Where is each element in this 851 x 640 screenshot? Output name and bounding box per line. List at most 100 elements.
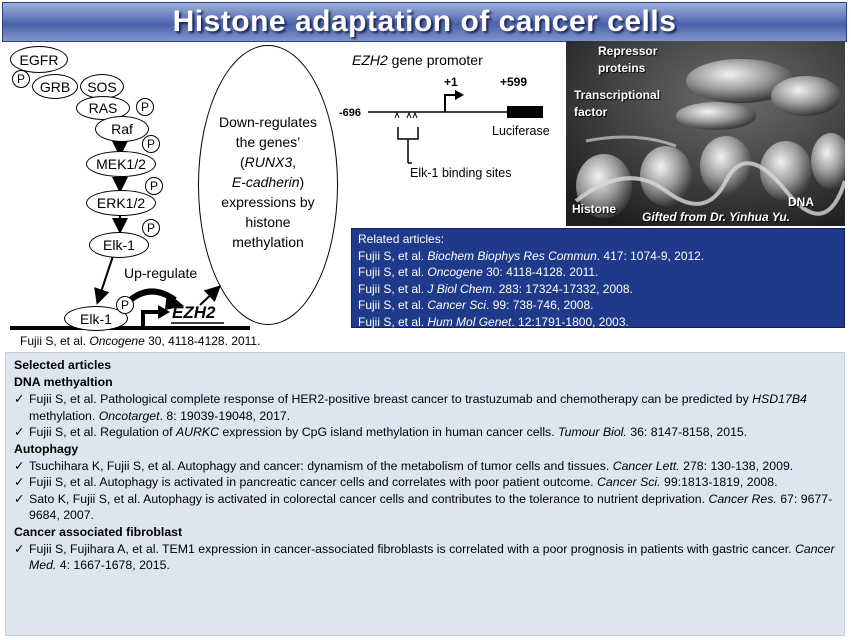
effect-oval <box>198 45 338 325</box>
elk1-node: Elk-1 <box>89 232 149 258</box>
check-icon: ✓ <box>14 491 25 506</box>
binding-site <box>394 111 400 119</box>
promoter-title: EZH2 gene promoter <box>352 52 483 68</box>
related-item: Fujii S, et al. Cancer Sci. 99: 738-746,… <box>358 297 838 314</box>
related-details: . 99: 738-746, 2008. <box>486 298 594 312</box>
ezh2-gene-label: EZH2 <box>172 303 216 322</box>
p-label: P <box>140 100 149 114</box>
promoter-diagram <box>368 90 543 164</box>
p-label: P <box>16 72 25 86</box>
factor-label: factor <box>574 105 608 119</box>
journal-name: Cancer Sci. <box>597 475 661 489</box>
histone-label: Histone <box>572 202 617 216</box>
related-articles-box: Related articles: Fujii S, et al. Bioche… <box>351 228 845 329</box>
luciferase-box <box>507 106 543 118</box>
repressor-blob <box>771 76 841 116</box>
related-authors: Fujii S, et al. <box>358 265 428 279</box>
promoter-gene: EZH2 <box>352 52 388 68</box>
nucleosome-micrograph: Repressor proteins Transcriptional facto… <box>566 41 845 226</box>
article-text: Sato K, Fujii S, et al. Autophagy is act… <box>29 491 709 506</box>
oval-line: expressions by <box>221 194 315 210</box>
dna-methylation-heading: DNA methyaltion <box>14 375 113 389</box>
check-icon: ✓ <box>14 541 25 556</box>
autophagy-heading: Autophagy <box>14 441 79 456</box>
elk1-bottom-label: Elk-1 <box>80 310 112 327</box>
ecadherin-gene: E-cadherin <box>231 174 300 190</box>
promoter-title-rest: gene promoter <box>387 52 483 68</box>
arrow-ezh2-oval <box>199 285 221 306</box>
micrograph-image <box>566 41 845 226</box>
article-details: . 8: 19039-19048, 2017. <box>159 408 291 423</box>
article-text: Fujii S, et al. Regulation of <box>29 425 176 439</box>
oval-text: ( <box>239 154 245 170</box>
oval-line: histone <box>245 214 291 230</box>
egfr-node: EGFR <box>10 46 68 73</box>
article-text: Fujii S, et al. Pathological complete re… <box>29 392 753 406</box>
related-details: . 12:1791-1800, 2003. <box>511 314 629 329</box>
title-banner: Histone adaptation of cancer cells <box>2 2 847 42</box>
article-item: ✓ Fujii S, et al. Pathological complete r… <box>14 391 836 424</box>
selected-heading: Selected articles <box>14 358 112 372</box>
related-authors: Fujii S, et al. <box>358 281 428 296</box>
related-authors: Fujii S, et al. <box>358 298 428 312</box>
related-journal: Oncogene <box>427 265 483 279</box>
luciferase-label: Luciferase <box>492 124 550 138</box>
runx3-gene: RUNX3 <box>244 154 293 170</box>
article-details: 36: 8147-8158, 2015. <box>626 425 748 439</box>
start-label: -696 <box>339 107 362 119</box>
phospho-egfr: P <box>12 70 30 88</box>
related-journal: Hum Mol Genet <box>427 314 512 329</box>
article-item: ✓Fujii S, et al. Regulation of AURKC exp… <box>14 424 836 441</box>
p-label: P <box>146 137 155 151</box>
citation-authors: Fujii S, et al. <box>20 334 90 348</box>
p-label: P <box>149 179 158 193</box>
dna-strand <box>585 135 677 148</box>
check-icon: ✓ <box>14 425 25 439</box>
gene-name: AURKC <box>175 425 220 439</box>
tss-arrow <box>141 310 160 328</box>
p-label: P <box>120 298 129 312</box>
related-heading: Related articles: <box>358 232 445 246</box>
repressor-label: Repressor <box>598 44 658 58</box>
article-text: Fujii S, Fujihara A, et al. TEM1 express… <box>29 541 795 556</box>
check-icon: ✓ <box>14 475 25 489</box>
slide-title: Histone adaptation of cancer cells <box>172 5 677 38</box>
related-item: Fujii S, et al. J Biol Chem. 283: 17324-… <box>358 281 838 298</box>
mek-label: MEK1/2 <box>96 156 146 172</box>
selected-articles-box: Selected articles DNA methyaltion ✓ Fujii… <box>5 352 845 636</box>
article-details: 99:1813-1819, 2008. <box>660 475 778 489</box>
histone-blob <box>700 136 752 196</box>
check-icon: ✓ <box>14 458 25 473</box>
related-journal: Biochem Biophys Res Commun <box>427 248 597 263</box>
related-authors: Fujii S, et al. <box>358 314 428 329</box>
article-details: 4: 1667-1678, 2015. <box>56 558 170 572</box>
check-icon: ✓ <box>14 392 25 406</box>
article-item: ✓ Fujii S, Fujihara A, et al. TEM1 expres… <box>14 541 836 574</box>
gene-name: HSD17B4 <box>752 392 807 406</box>
article-text: Fujii S, et al. Autophagy is activated i… <box>29 475 598 489</box>
oval-line: (RUNX3, <box>198 152 338 172</box>
related-item: Fujii S, et al. Oncogene 30: 4118-4128. … <box>358 264 838 281</box>
histone-blob <box>576 154 632 218</box>
oval-line: E-cadherin) <box>198 172 338 192</box>
related-journal: Cancer Sci <box>427 298 487 312</box>
raf-node: Raf <box>95 116 149 142</box>
upregulate-label: Up-regulate <box>124 265 198 281</box>
effect-oval-text: Down-regulates the genes’ (RUNX3, E-cadh… <box>198 112 338 252</box>
oval-line: the genes’ <box>235 134 301 150</box>
article-item: ✓ Fujii S, et al. Autophagy is activated … <box>14 474 836 491</box>
journal-name: Cancer Med. <box>29 541 835 573</box>
article-text: Tsuchihara K, Fujii S, et al. Autophagy … <box>29 458 613 473</box>
proteins-label: proteins <box>598 61 646 75</box>
upregulate-arrowhead <box>165 292 184 310</box>
journal-name: Cancer Res. <box>708 491 777 506</box>
transcriptional-label: Transcriptional <box>574 88 661 102</box>
related-authors: Fujii S, et al. <box>358 248 428 263</box>
egfr-label: EGFR <box>19 51 59 68</box>
erk-label: ERK1/2 <box>96 195 146 211</box>
related-item: Fujii S, et al. Biochem Biophys Res Comm… <box>358 248 838 265</box>
article-item: ✓ Tsuchihara K, Fujii S, et al. Autophagy… <box>14 458 836 475</box>
repressor-blob <box>686 59 796 103</box>
phospho-erk: P <box>142 219 160 237</box>
article-item: ✓ Sato K, Fujii S, et al. Autophagy is ac… <box>14 491 836 524</box>
